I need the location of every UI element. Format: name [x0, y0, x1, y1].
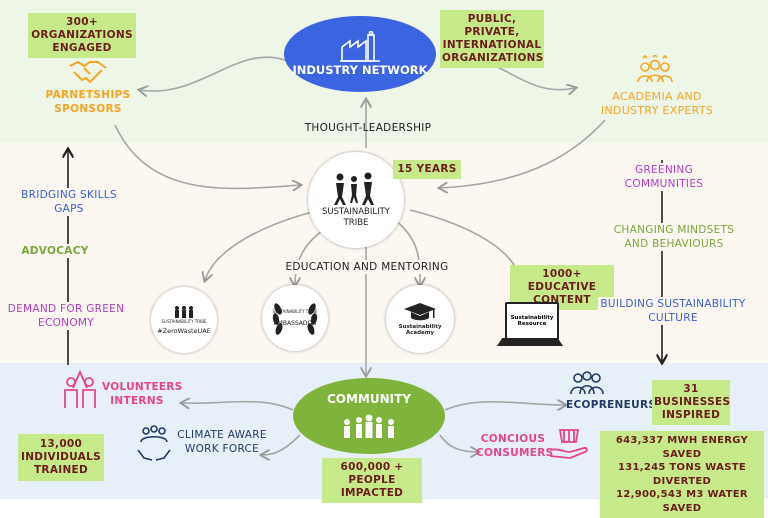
educative-content-badge: 1000+ EDUCATIVE CONTENT [510, 265, 614, 310]
arrow-partners-to-tribe [114, 124, 300, 188]
community-hub: COMMUNITY [293, 378, 445, 454]
basket-hand-icon [549, 429, 588, 459]
arrow-tribe-to-zerowaste [205, 209, 321, 280]
businesses-inspired-badge: 31 BUSINESSES INSPIRED [652, 380, 730, 425]
arrow-tribe-to-academy [394, 219, 420, 285]
graduation-cap-icon [404, 303, 436, 321]
ambassador-tribe-text: SUSTAINABILITY TRIBE [272, 309, 318, 314]
years-badge: 15 YEARS [393, 160, 461, 179]
individuals-trained-badge: 13,000 INDIVIDUALS TRAINED [18, 434, 104, 481]
energy-saved-stat: 643,337 MWH ENERGY SAVED [615, 435, 749, 460]
building-culture-label: BUILDING SUSTAINABILITY CULTURE [598, 297, 748, 325]
arrow-community-to-ecopreneurs [444, 402, 565, 411]
volunteers-interns-label: VOLUNTEERS INTERNS [102, 381, 183, 407]
laptop-keyboard-icon [497, 338, 563, 346]
tribe-title: SUSTAINABILITY TRIBE [321, 207, 390, 228]
thought-leadership-label: THOUGHT-LEADERSHIP [304, 122, 432, 134]
tribe-mini-icon [175, 306, 193, 318]
changing-mindsets-label: CHANGING MINDSETS AND BEHAVIOURS [604, 223, 744, 251]
demand-green-economy-label: DEMAND FOR GREEN ECONOMY [2, 302, 130, 330]
industry-network-hub: INDUSTRY NETWORK [284, 16, 436, 92]
arrow-community-to-volunteers [182, 402, 294, 411]
impact-stats-badge: 643,337 MWH ENERGY SAVED 131,245 TONS WA… [600, 431, 764, 518]
zerowaste-label: #ZeroWasteUAE [157, 327, 211, 335]
laptop-screen: Sustainability Resource [505, 302, 559, 340]
volunteers-icon [64, 369, 96, 408]
ecopreneurs-label: ECOPRENEURS [566, 399, 657, 411]
ecopreneurs-icon [570, 371, 604, 395]
climate-workforce-icon [137, 425, 171, 461]
factory-icon [340, 31, 380, 62]
industry-network-label: INDUSTRY NETWORK [292, 63, 428, 77]
resource-laptop-logo: Sustainability Resource [497, 300, 563, 350]
community-label: COMMUNITY [326, 392, 412, 406]
arrow-industry-to-partners [140, 56, 291, 91]
ambassador-label: AMBASSADOR [273, 320, 317, 327]
laurel-wreath-icon [272, 303, 318, 335]
people-raising-hands-icon [344, 414, 394, 438]
academy-program-logo: Sustainability Academy [386, 285, 454, 353]
arrow-community-to-workforce [262, 434, 301, 455]
water-saved-stat: 12,900,543 M3 WATER SAVED [616, 489, 748, 514]
academia-experts-label: ACADEMIA AND INDUSTRY EXPERTS [600, 90, 714, 117]
academy-label: Sustainability Academy [398, 324, 442, 336]
ambassador-program-logo: SUSTAINABILITY TRIBE AMBASSADOR [262, 285, 328, 351]
tribe-figures-icon [334, 172, 374, 205]
handshake-icon [69, 60, 107, 84]
organizations-engaged-badge: 300+ ORGANIZATIONS ENGAGED [28, 13, 136, 58]
resource-label: Sustainability Resource [510, 315, 554, 327]
advocacy-label: ADVOCACY [20, 244, 90, 258]
experts-group-icon [637, 55, 673, 83]
waste-diverted-stat: 131,245 TONS WASTE DIVERTED [618, 462, 746, 487]
arrow-community-to-consumers [439, 434, 478, 452]
climate-aware-workforce-label: CLIMATE AWARE WORK FORCE [177, 429, 267, 455]
zerowaste-tribe-text: SUSTAINABILITY TRIBE [161, 319, 207, 324]
people-impacted-badge: 600,000 + PEOPLE IMPACTED [322, 458, 422, 503]
greening-communities-label: GREENING COMMUNITIES [614, 163, 714, 191]
zerowaste-program-logo: SUSTAINABILITY TRIBE #ZeroWasteUAE [151, 287, 217, 353]
partnerships-sponsors-label: PARNETSHIPS SPONSORS [45, 89, 131, 115]
concious-consumers-label: CONCIOUS CONSUMERS [476, 433, 554, 459]
sustainability-tribe-logo: SUSTAINABILITY TRIBE [308, 152, 404, 248]
arrow-academia-to-tribe [440, 119, 606, 188]
education-mentoring-label: EDUCATION AND MENTORING [284, 260, 450, 274]
public-private-badge: PUBLIC, PRIVATE, INTERNATIONAL ORGANIZAT… [440, 10, 544, 68]
bridging-skills-gaps-label: BRIDGING SKILLS GAPS [6, 188, 132, 216]
